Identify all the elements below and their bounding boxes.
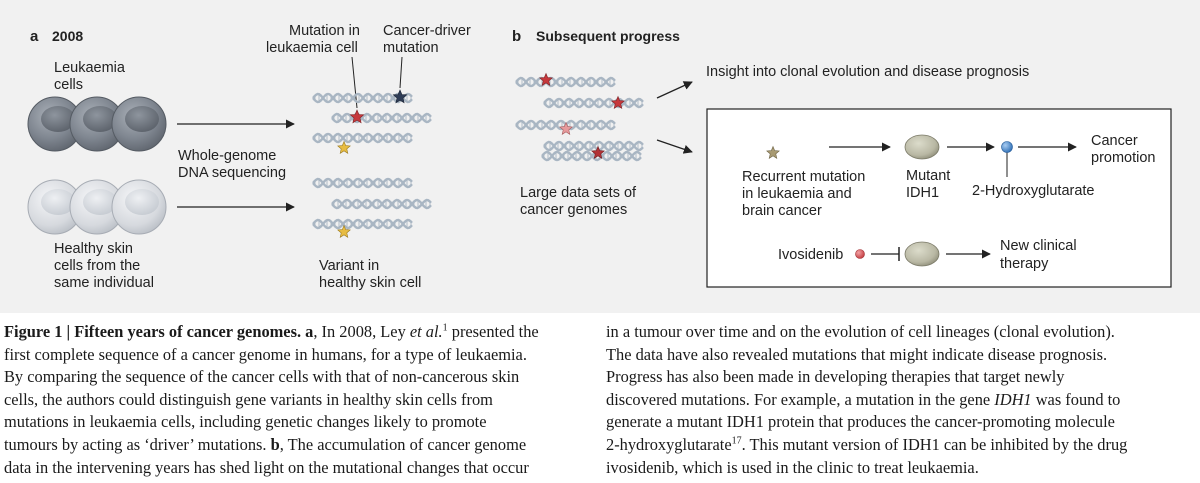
variant-label-line2: healthy skin cell: [319, 275, 421, 291]
caption-right-column: in a tumour over time and on the evoluti…: [606, 321, 1200, 479]
caption-line: Progress has also been made in developin…: [606, 367, 1065, 387]
leukaemia-cells-label-line1: Leukaemia: [54, 60, 126, 76]
caption-line: The data have also revealed mutations th…: [606, 344, 1108, 364]
caption-line: 2-hydroxyglutarate17. This mutant versio…: [606, 434, 1128, 454]
mutant-label-line1: Mutant: [906, 168, 950, 184]
figure-panel: a 2008 Leukaemia cells Healthy skin cell…: [0, 0, 1200, 313]
detail-arrow: [656, 139, 693, 154]
recurrent-label-line2: in leukaemia and: [742, 186, 852, 202]
datasets-label-line1: Large data sets of: [520, 185, 637, 201]
cancer-promotion-label-line1: Cancer: [1091, 133, 1138, 149]
mutant-label-line2: IDH1: [906, 185, 939, 201]
dataset-star-1: [539, 72, 553, 86]
recurrent-label-line3: brain cancer: [742, 203, 822, 219]
caption-line: Figure 1 | Fifteen years of cancer genom…: [4, 322, 539, 341]
insight-label: Insight into clonal evolution and diseas…: [706, 64, 1029, 80]
panel-b-title: Subsequent progress: [536, 28, 680, 44]
healthy-cells-label-line1: Healthy skin: [54, 241, 133, 257]
caption-line: in a tumour over time and on the evoluti…: [606, 322, 1115, 341]
healthy-skin-cells: [27, 179, 167, 235]
figure-diagram: a 2008 Leukaemia cells Healthy skin cell…: [27, 23, 1172, 291]
caption-line: cells, the authors could distinguish gen…: [4, 389, 493, 409]
caption-line: data in the intervening years has shed l…: [4, 457, 529, 477]
dataset-star-2: [611, 95, 625, 109]
panel-b-letter: b: [512, 28, 521, 45]
caption-line: ivosidenib, which is used in the clinic …: [606, 457, 979, 477]
driver-pointer-line: [399, 56, 403, 89]
dataset-star-4: [591, 145, 605, 159]
caption-line: generate a mutant IDH1 protein that prod…: [606, 412, 1115, 432]
healthy-variant-star: [337, 224, 351, 238]
hydroxyglutarate-molecule: [1001, 141, 1013, 153]
healthy-cells-label-line3: same individual: [54, 275, 154, 291]
datasets-label-line2: cancer genomes: [520, 202, 627, 218]
mutation-label-line2: leukaemia cell: [266, 40, 358, 56]
sequencing-label-line2: DNA sequencing: [178, 165, 286, 181]
driver-label-line1: Cancer-driver: [383, 23, 471, 39]
new-therapy-label-line1: New clinical: [1000, 238, 1077, 254]
driver-mutation-star: [392, 89, 408, 104]
panel-a-letter: a: [30, 28, 39, 45]
caption-line: first complete sequence of a cancer geno…: [4, 344, 527, 364]
healthy-cells-label-line2: cells from the: [54, 258, 140, 274]
panel-a-title: 2008: [52, 28, 83, 44]
sequencing-label-line1: Whole-genome: [178, 148, 276, 164]
idh1-detail-box: [706, 108, 1172, 288]
caption-line: discovered mutations. For example, a mut…: [606, 389, 1121, 409]
figure-caption: Figure 1 | Fifteen years of cancer genom…: [0, 313, 1200, 483]
caption-left-column: Figure 1 | Fifteen years of cancer genom…: [4, 321, 590, 479]
variant-label-line1: Variant in: [319, 258, 379, 274]
leukaemia-variant-star: [337, 140, 351, 154]
mutation-star: [349, 109, 365, 124]
inhibited-idh1-protein: [904, 241, 940, 267]
leukaemia-cells-label-line2: cells: [54, 77, 83, 93]
hydroxyglutarate-label: 2-Hydroxyglutarate: [972, 183, 1095, 199]
recurrent-label-line1: Recurrent mutation: [742, 169, 865, 185]
dataset-star-3: [559, 121, 573, 135]
leukaemia-cells: [27, 96, 167, 152]
insight-arrow: [656, 81, 693, 99]
new-therapy-label-line2: therapy: [1000, 256, 1049, 272]
mutant-idh1-protein: [904, 134, 940, 160]
driver-label-line2: mutation: [383, 40, 439, 56]
caption-line: tumours by acting as ‘driver’ mutations.…: [4, 434, 527, 454]
recurrent-mutation-star: [766, 145, 780, 159]
ivosidenib-molecule: [855, 249, 865, 259]
mutation-pointer-line: [351, 56, 358, 109]
cancer-promotion-label-line2: promotion: [1091, 150, 1155, 166]
ivosidenib-label: Ivosidenib: [778, 247, 843, 263]
caption-line: By comparing the sequence of the cancer …: [4, 367, 520, 387]
mutation-label-line1: Mutation in: [289, 23, 360, 39]
caption-line: mutations in leukaemia cells, including …: [4, 412, 487, 432]
